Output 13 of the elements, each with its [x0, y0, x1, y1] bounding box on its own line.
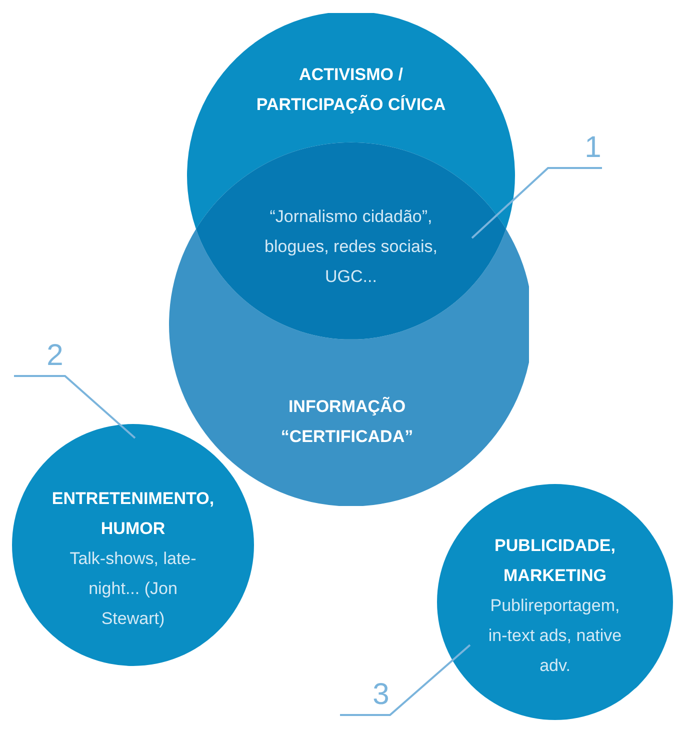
- description: Publireportagem, in-text ads, native adv.: [487, 595, 623, 677]
- callout-number: 3: [372, 677, 390, 713]
- heading: ENTRETENIMENTO, HUMOR: [50, 488, 216, 540]
- heading: INFORMAÇÃO “CERTIFICADA”: [280, 396, 414, 448]
- description: “Jornalismo cidadão”, blogues, redes sociais, UGC...: [264, 206, 438, 288]
- callout-number: 1: [584, 130, 602, 166]
- callout-number: 2: [46, 338, 64, 374]
- leader-line: [471, 167, 602, 239]
- leader-line: [14, 375, 136, 439]
- heading: ACTIVISMO / PARTICIPAÇÃO CÍVICA: [255, 64, 447, 116]
- description: Talk-shows, late-night... (Jon Stewart): [68, 548, 198, 630]
- heading: PUBLICIDADE, MARKETING: [494, 535, 616, 587]
- leader-line: [340, 644, 471, 716]
